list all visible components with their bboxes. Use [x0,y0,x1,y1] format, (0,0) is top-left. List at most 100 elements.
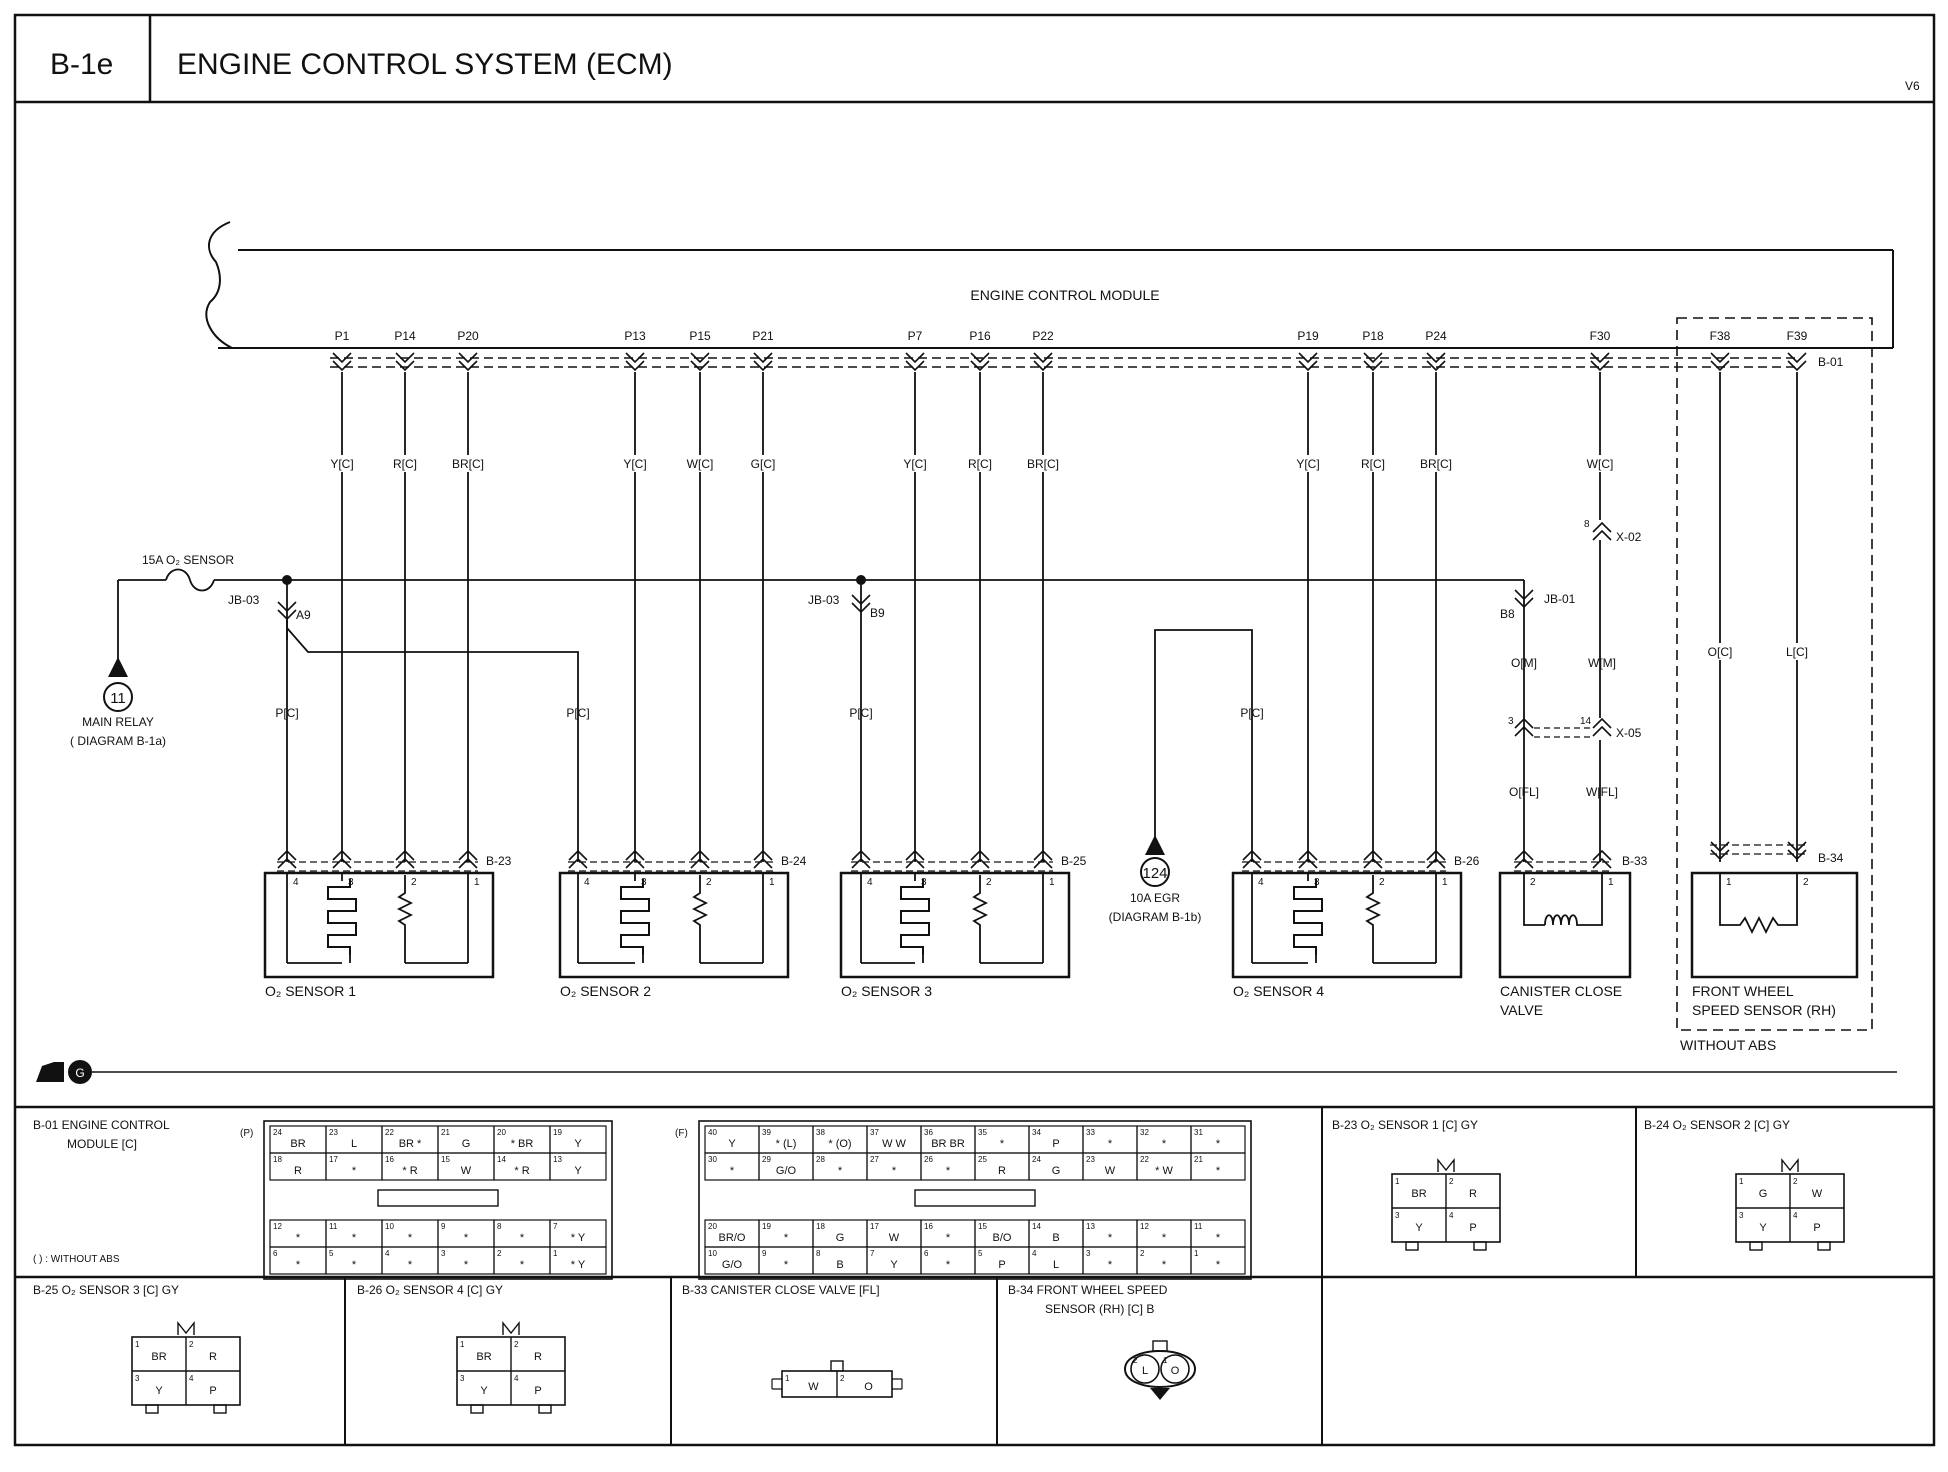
x05-pin-right: 14 [1580,716,1592,727]
svg-text:1: 1 [1608,877,1614,888]
svg-text:11: 11 [329,1222,338,1231]
b01-pin-cell: G [462,1138,471,1150]
connector-ref: B-25 [1061,854,1087,868]
connector-cell: Y [155,1385,163,1397]
ecm-wire-color: O[C] [1708,645,1733,659]
svg-text:2: 2 [1140,1249,1145,1258]
b01-pin-cell: B [836,1259,843,1271]
b01-pin-cell: * [784,1232,789,1244]
svg-text:22: 22 [1140,1155,1149,1164]
page-id: B-1e [50,48,113,81]
svg-text:2: 2 [514,1340,519,1349]
ecm-pin-label: P1 [335,329,350,343]
component-name: O₂ SENSOR 3 [841,983,932,999]
b01-pin-cell: * [408,1232,413,1244]
ground-marker: G [36,1060,1897,1084]
svg-text:2: 2 [1379,877,1385,888]
svg-text:31: 31 [1194,1128,1203,1137]
ecm-wires: P1Y[C]P14R[C]P20BR[C]P13Y[C]P15W[C]P21G[… [320,329,1819,862]
svg-text:13: 13 [553,1155,562,1164]
wire-w-fl: W[FL] [1586,785,1618,799]
b25-title: B-25 O₂ SENSOR 3 [C] GY [33,1283,179,1297]
ecm-pin-label: P18 [1362,329,1384,343]
svg-text:26: 26 [924,1155,933,1164]
svg-text:21: 21 [1194,1155,1203,1164]
connector-ref: B-33 [1622,854,1648,868]
svg-text:38: 38 [816,1128,825,1137]
ecm-wire-color: Y[C] [1296,457,1319,471]
b01-pin-cell: R [998,1165,1006,1177]
svg-text:15: 15 [441,1155,450,1164]
svg-text:1: 1 [460,1340,465,1349]
ecm-pin-label: P21 [752,329,774,343]
fuse-symbol [165,568,215,592]
svg-text:9: 9 [441,1222,446,1231]
b01-pin-cell: * [352,1165,357,1177]
b01-note: ( ) : WITHOUT ABS [33,1254,120,1265]
connector-cell: BR [476,1351,491,1363]
svg-text:5: 5 [329,1249,334,1258]
p-wire-label: P[C] [275,706,298,720]
svg-text:4: 4 [584,877,590,888]
b01-pin-cell: * Y [571,1232,586,1244]
b01-pin-cell: L [1053,1259,1059,1271]
svg-text:1: 1 [1442,877,1448,888]
svg-text:19: 19 [553,1128,562,1137]
b01-f-label: (F) [675,1128,688,1139]
b01-title: B-01 ENGINE CONTROL [33,1118,170,1132]
svg-text:17: 17 [329,1155,338,1164]
svg-text:4: 4 [1032,1249,1037,1258]
ecm-pin-label: P7 [908,329,923,343]
svg-text:1: 1 [1726,877,1732,888]
component-name: FRONT WHEEL [1692,983,1794,999]
ecm-wire-color: BR[C] [452,457,484,471]
svg-text:2: 2 [189,1340,194,1349]
svg-text:28: 28 [816,1155,825,1164]
svg-text:33: 33 [1086,1128,1095,1137]
b01-pin-cell: W W [882,1138,906,1150]
svg-text:4: 4 [514,1374,519,1383]
connector-ref: B-26 [1454,854,1480,868]
svg-text:16: 16 [924,1222,933,1231]
ecm-wire-color: W[C] [1587,457,1614,471]
connector-cell: P [1469,1222,1476,1234]
b01-pin-cell: BR [290,1138,305,1150]
svg-text:4: 4 [1793,1211,1798,1220]
svg-text:23: 23 [329,1128,338,1137]
page-title: ENGINE CONTROL SYSTEM (ECM) [177,48,673,81]
without-abs-box [1676,317,1873,1031]
svg-text:18: 18 [273,1155,282,1164]
b01-pin-cell: * [408,1259,413,1271]
svg-text:7: 7 [553,1222,558,1231]
b01-pin-cell: * (L) [776,1138,797,1150]
ecm-pin-label: P14 [394,329,416,343]
connector-cell: Y [1759,1222,1767,1234]
connector-ref: B-34 [1818,851,1844,865]
svg-text:4: 4 [867,877,873,888]
svg-text:3: 3 [441,1249,446,1258]
b01-pin-cell: * [946,1165,951,1177]
svg-text:3: 3 [135,1374,140,1383]
connector-cell: BR [151,1351,166,1363]
svg-text:16: 16 [385,1155,394,1164]
b01-pin-cell: P [1052,1138,1059,1150]
ecm-wire-color: BR[C] [1027,457,1059,471]
svg-text:25: 25 [978,1155,987,1164]
svg-text:34: 34 [1032,1128,1041,1137]
ecm-wire-color: BR[C] [1420,457,1452,471]
svg-text:29: 29 [762,1155,771,1164]
svg-text:22: 22 [385,1128,394,1137]
svg-text:4: 4 [385,1249,390,1258]
ecm-pin-label: P20 [457,329,479,343]
svg-text:5: 5 [978,1249,983,1258]
x05-pin-left: 3 [1508,716,1514,727]
svg-text:17: 17 [870,1222,879,1231]
svg-text:1: 1 [1395,1177,1400,1186]
ecm-wire-color: R[C] [1361,457,1385,471]
svg-text:2: 2 [1449,1177,1454,1186]
svg-text:2: 2 [497,1249,502,1258]
b01-pin-cell: * [1108,1259,1113,1271]
ecm-connector-ref: B-01 [1818,355,1844,369]
connector-cell: Y [480,1385,488,1397]
